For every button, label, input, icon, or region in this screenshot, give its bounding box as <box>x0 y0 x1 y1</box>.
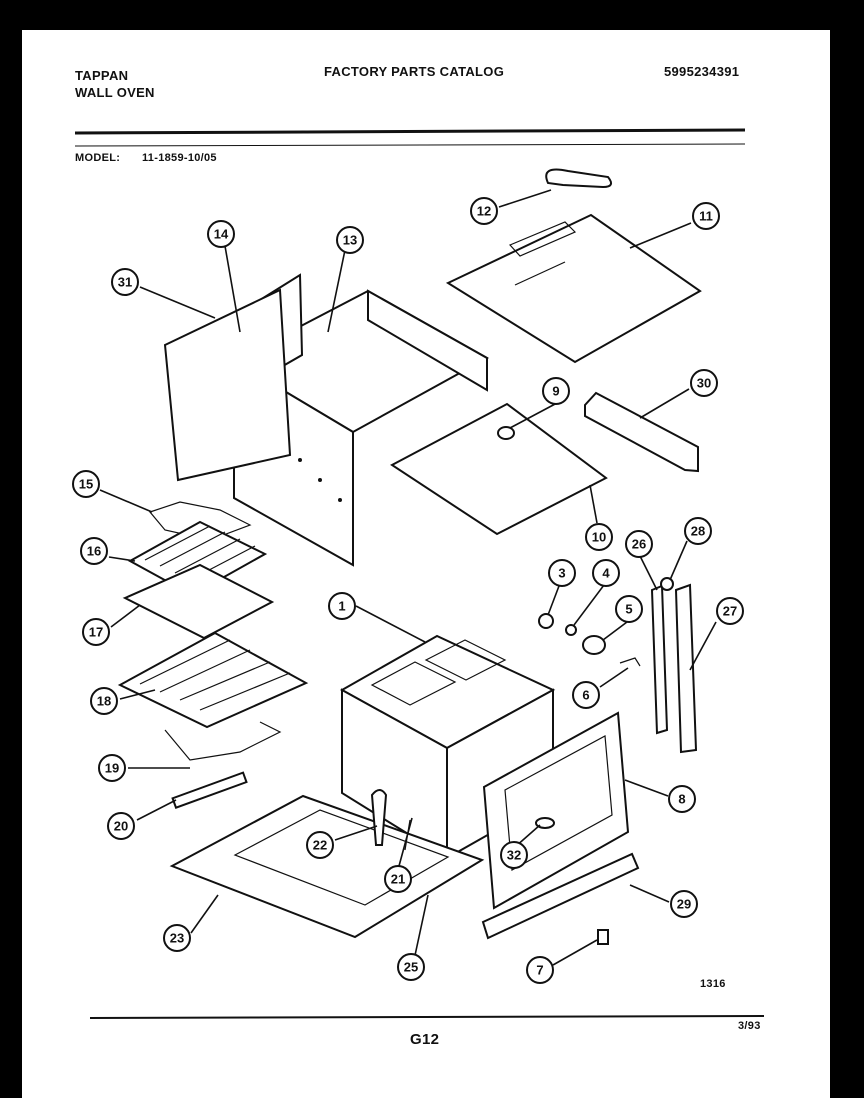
callout-label: 32 <box>507 848 521 863</box>
callout-label: 28 <box>691 524 705 539</box>
broil-pan-part <box>122 563 275 640</box>
nut-part <box>660 577 674 591</box>
callout-label: 14 <box>214 227 229 242</box>
callout-label: 29 <box>677 897 691 912</box>
callout-31: 31 <box>111 268 139 296</box>
callout-25: 25 <box>397 953 425 981</box>
bake-element-part <box>164 721 282 761</box>
callout-label: 10 <box>592 530 606 545</box>
callout-16: 16 <box>80 537 108 565</box>
callout-label: 3 <box>558 566 565 581</box>
rail-part <box>584 391 699 473</box>
callout-13: 13 <box>336 226 364 254</box>
callout-label: 31 <box>118 275 132 290</box>
callout-label: 12 <box>477 204 491 219</box>
header-rule <box>74 128 746 135</box>
footer-rule <box>89 1015 765 1019</box>
right-trim-part <box>674 583 698 754</box>
callout-label: 6 <box>582 688 589 703</box>
callout-4: 4 <box>592 559 620 587</box>
callout-label: 20 <box>114 819 128 834</box>
callout-1: 1 <box>328 592 356 620</box>
knob-part <box>538 613 554 629</box>
callout-26: 26 <box>625 530 653 558</box>
figure-code: 1316 <box>700 978 726 990</box>
element-bracket-part <box>171 771 248 809</box>
catalog-number: 5995234391 <box>664 64 740 79</box>
callout-label: 23 <box>170 931 184 946</box>
callout-21: 21 <box>384 865 412 893</box>
product-label: WALL OVEN <box>75 85 155 100</box>
oven-bottom-part <box>169 794 485 939</box>
callout-9: 9 <box>542 377 570 405</box>
brand-label: TAPPAN <box>75 68 129 83</box>
callout-12: 12 <box>470 197 498 225</box>
callout-7: 7 <box>526 956 554 984</box>
callout-10: 10 <box>585 523 613 551</box>
callout-label: 22 <box>313 838 327 853</box>
callout-label: 27 <box>723 604 737 619</box>
callout-15: 15 <box>72 470 100 498</box>
callout-17: 17 <box>82 618 110 646</box>
gasket-clip-part <box>535 817 555 829</box>
revision-date: 3/93 <box>738 1020 761 1032</box>
callout-27: 27 <box>716 597 744 625</box>
callout-label: 11 <box>699 209 713 224</box>
callout-label: 16 <box>87 544 101 559</box>
callout-label: 1 <box>338 599 345 614</box>
callout-label: 19 <box>105 761 119 776</box>
callout-6: 6 <box>572 681 600 709</box>
callout-20: 20 <box>107 812 135 840</box>
header-rule-thin <box>74 143 746 147</box>
oven-liner-part <box>339 634 556 860</box>
side-panel-part <box>163 288 292 482</box>
callout-30: 30 <box>690 369 718 397</box>
callout-3: 3 <box>548 559 576 587</box>
callout-label: 30 <box>697 376 711 391</box>
leader-lines <box>99 189 717 966</box>
clip-part <box>619 657 641 667</box>
oven-rack-part <box>117 631 309 729</box>
callout-label: 25 <box>404 960 418 975</box>
callout-label: 8 <box>678 792 685 807</box>
model-number: 11-1859-10/05 <box>142 152 217 164</box>
callout-label: 15 <box>79 477 93 492</box>
callout-22: 22 <box>306 831 334 859</box>
callout-18: 18 <box>90 687 118 715</box>
model-label: MODEL: <box>75 152 121 164</box>
callout-label: 9 <box>552 384 559 399</box>
callout-label: 5 <box>625 602 632 617</box>
bottom-panel-part <box>390 402 608 536</box>
callout-8: 8 <box>668 785 696 813</box>
callout-5: 5 <box>615 595 643 623</box>
callout-14: 14 <box>207 220 235 248</box>
callout-label: 26 <box>632 537 646 552</box>
callout-label: 21 <box>391 872 405 887</box>
callout-11: 11 <box>692 202 720 230</box>
screw-part <box>597 929 609 945</box>
callout-label: 13 <box>343 233 357 248</box>
cap-part <box>582 635 606 655</box>
cabinet-part <box>231 273 490 567</box>
callout-32: 32 <box>500 841 528 869</box>
bracket-22-part <box>370 789 388 846</box>
callout-29: 29 <box>670 890 698 918</box>
vent-strip-part <box>481 852 640 940</box>
callout-label: 7 <box>536 963 543 978</box>
callout-28: 28 <box>684 517 712 545</box>
callout-19: 19 <box>98 754 126 782</box>
callout-label: 18 <box>97 694 111 709</box>
page-id: G12 <box>410 1031 440 1048</box>
spring-part <box>565 624 577 636</box>
callout-23: 23 <box>163 924 191 952</box>
bracket-part <box>545 168 613 189</box>
left-trim-part <box>650 584 669 735</box>
callout-label: 4 <box>602 566 610 581</box>
callout-label: 17 <box>89 625 103 640</box>
top-panel-part <box>445 213 702 364</box>
catalog-title: FACTORY PARTS CATALOG <box>324 64 505 79</box>
broil-rack-part <box>127 520 268 597</box>
broil-element-part <box>148 501 252 541</box>
